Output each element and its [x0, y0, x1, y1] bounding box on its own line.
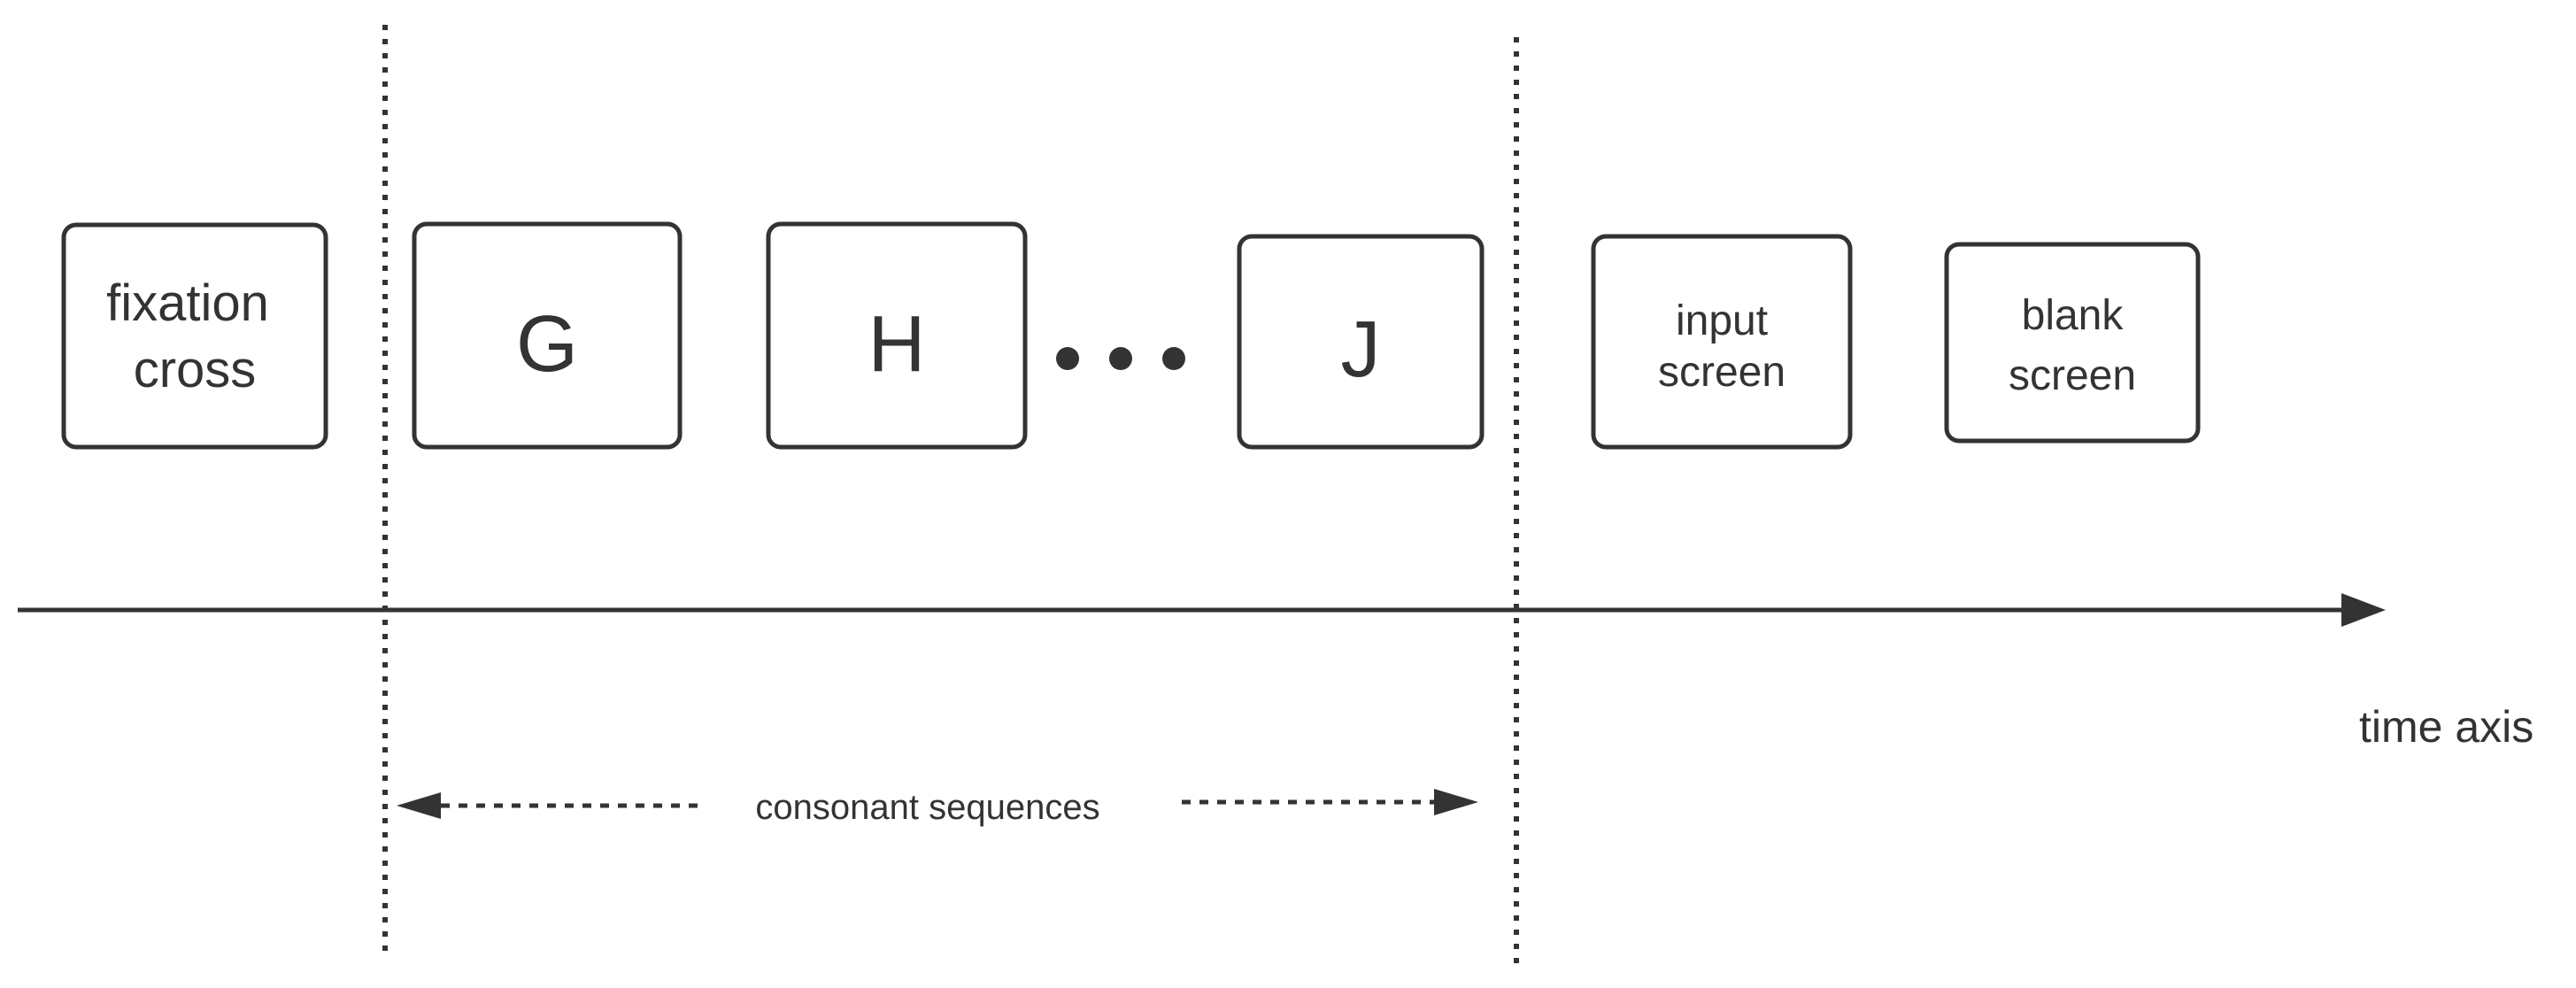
letter-g: G — [516, 300, 578, 389]
ellipsis-dots — [1056, 347, 1185, 370]
letter-h: H — [868, 300, 926, 389]
box-input-line-2: screen — [1658, 349, 1785, 396]
box-fixation-line-1: fixation — [106, 274, 269, 332]
box-letter-g: G — [412, 221, 683, 450]
box-input-line-1: input — [1676, 297, 1768, 344]
box-fixation-cross: fixation cross — [61, 222, 328, 450]
box-blank-screen: blank screen — [1944, 242, 2201, 444]
box-input-screen: input screen — [1591, 234, 1853, 450]
time-axis-arrowhead — [2341, 593, 2386, 627]
box-fixation-line-2: cross — [134, 341, 257, 398]
box-blank-line-2: screen — [2009, 352, 2136, 399]
span-label: consonant sequences — [755, 788, 1099, 827]
box-blank-line-1: blank — [2022, 292, 2125, 339]
span-arrowhead-right — [1434, 789, 1478, 815]
letter-j: J — [1341, 305, 1381, 394]
box-letter-j: J — [1237, 234, 1485, 450]
time-axis-label: time axis — [2359, 702, 2534, 752]
span-arrowhead-left — [397, 792, 441, 819]
box-letter-h: H — [766, 221, 1028, 450]
